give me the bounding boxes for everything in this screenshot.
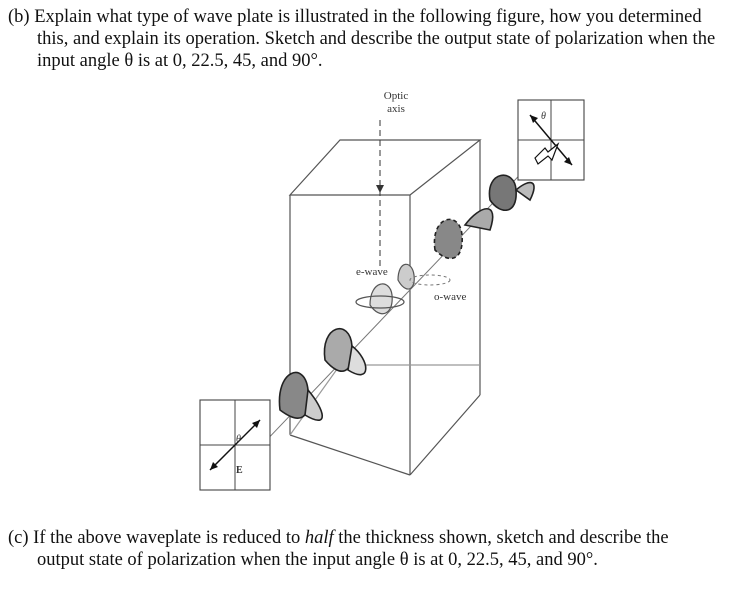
question-c: (c) If the above waveplate is reduced to…	[8, 527, 748, 571]
e-wave-shape	[355, 263, 415, 315]
optic-label-line-2: axis	[387, 103, 405, 115]
o-wave-label: o-wave	[434, 291, 467, 303]
question-c-line-1-after: the thickness shown, sketch and describe…	[333, 528, 669, 548]
output-e-field-arrow	[529, 114, 573, 166]
output-polarization-panel	[517, 99, 585, 181]
output-propagation-arrow	[534, 142, 560, 165]
question-c-line-1-before: (c) If the above waveplate is reduced to	[8, 528, 305, 548]
theta-output-label: θ	[541, 111, 546, 122]
question-b-line-2: this, and explain its operation. Sketch …	[37, 29, 716, 49]
question-c-line-2: output state of polarization when the in…	[37, 550, 598, 570]
wave-plate-figure: Optic axis e-wave o-wave θ E⃗ θ	[180, 90, 600, 510]
question-b-line-1: (b) Explain what type of wave plate is i…	[8, 7, 702, 27]
question-c-emphasis: half	[304, 528, 334, 548]
wave-plate-diagram	[199, 99, 585, 491]
input-wave	[278, 327, 367, 421]
e-vector-label: E⃗	[236, 465, 251, 476]
question-b: (b) Explain what type of wave plate is i…	[8, 6, 748, 72]
question-c-line-1: (c) If the above waveplate is reduced to…	[8, 527, 748, 549]
input-e-field-arrow	[209, 419, 261, 471]
input-polarization-panel	[199, 399, 271, 491]
o-wave-shape	[409, 274, 451, 286]
optic-axis-label: Optic axis	[380, 90, 412, 116]
theta-input-label: θ	[236, 434, 241, 445]
e-wave-label: e-wave	[356, 266, 388, 278]
optic-axis-arrow	[376, 185, 384, 193]
question-b-line-3: input angle θ is at 0, 22.5, 45, and 90°…	[37, 51, 323, 71]
optic-label-line-1: Optic	[383, 90, 409, 102]
crystal-block	[288, 139, 482, 476]
output-wave	[433, 174, 535, 260]
